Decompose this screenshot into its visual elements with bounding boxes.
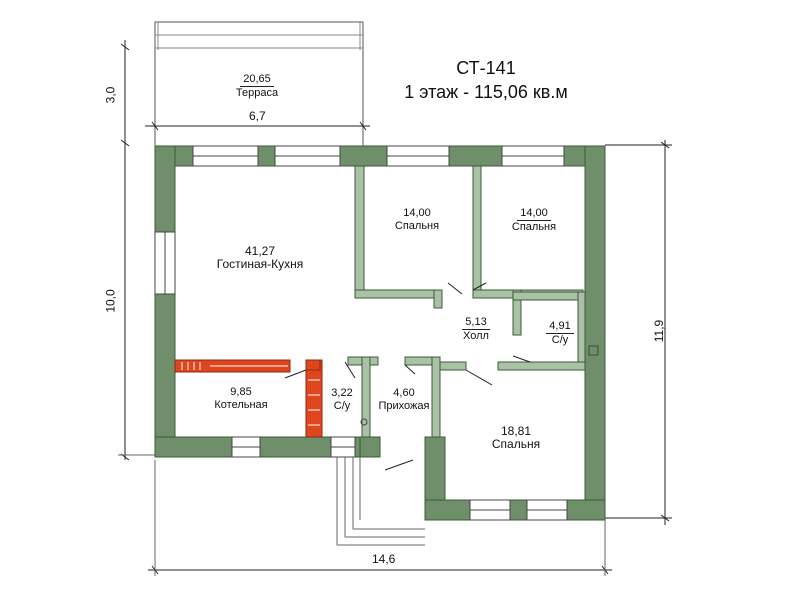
room-area: 4,60 xyxy=(393,387,415,399)
dim-house-width: 14,6 xyxy=(372,552,396,566)
room-name: Спальня xyxy=(394,220,440,232)
room-area: 3,22 xyxy=(331,387,353,399)
room-name: С/у xyxy=(333,400,351,412)
room-area: 5,13 xyxy=(462,316,490,330)
room-label-terrace: 20,65 Терраса xyxy=(225,73,289,100)
room-name: Спальня xyxy=(491,437,541,451)
dim-house-depth-right: 11,9 xyxy=(652,319,667,343)
room-area: 20,65 xyxy=(240,73,274,87)
room-label-bathroom-1: 4,91 С/у xyxy=(538,320,582,347)
room-area: 14,00 xyxy=(403,207,431,219)
room-area: 41,27 xyxy=(244,244,276,258)
dim-house-depth-left: 10,0 xyxy=(103,289,118,313)
room-name: Гостиная-Кухня xyxy=(216,257,304,271)
room-label-boiler: 9,85 Котельная xyxy=(206,386,276,412)
dim-terrace-depth: 3,0 xyxy=(103,86,118,104)
plan-code: СТ-141 xyxy=(456,58,516,78)
room-name: Спальня xyxy=(511,221,557,233)
room-name: Терраса xyxy=(235,87,279,99)
room-label-hall: 5,13 Холл xyxy=(454,316,498,343)
room-label-bedroom-2: 14,00 Спальня xyxy=(502,207,566,234)
room-label-living-kitchen: 41,27 Гостиная-Кухня xyxy=(208,245,312,271)
room-name: Холл xyxy=(463,330,489,342)
floor-area: 1 этаж - 115,06 кв.м xyxy=(404,82,568,102)
room-area: 9,85 xyxy=(230,386,252,398)
room-label-bathroom-2: 3,22 С/у xyxy=(327,387,357,413)
room-label-bedroom-1: 14,00 Спальня xyxy=(385,207,449,233)
room-label-bedroom-3: 18,81 Спальня xyxy=(484,425,548,451)
room-area: 14,00 xyxy=(517,207,551,221)
room-label-entrance-hall: 4,60 Прихожая xyxy=(372,387,436,413)
room-name: Котельная xyxy=(214,399,268,411)
room-area: 18,81 xyxy=(500,424,532,438)
room-name: С/у xyxy=(551,334,569,346)
room-name: Прихожая xyxy=(378,400,430,412)
dim-terrace-width: 6,7 xyxy=(249,109,266,123)
room-area: 4,91 xyxy=(546,320,574,334)
